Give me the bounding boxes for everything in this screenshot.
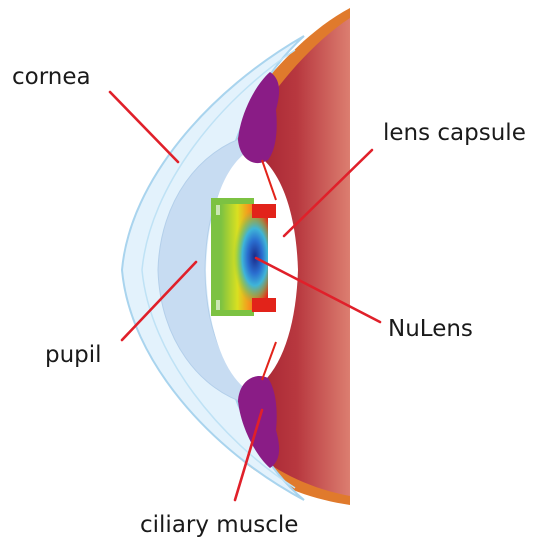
label-cornea: cornea (12, 64, 91, 90)
nulens-bottom-tab (252, 298, 276, 312)
nulens-left-clip-top (216, 205, 220, 215)
nulens-left-clip-bottom (216, 300, 220, 310)
nulens-frame (211, 198, 221, 316)
label-pupil: pupil (45, 342, 102, 368)
label-nulens: NuLens (388, 316, 473, 342)
nulens-bottom-bar (214, 310, 254, 316)
leader-cornea (110, 92, 178, 162)
label-lens-capsule: lens capsule (383, 120, 526, 146)
label-ciliary-muscle: ciliary muscle (140, 512, 298, 538)
nulens-top-tab (252, 204, 276, 218)
nulens-top-bar (214, 198, 254, 204)
nulens-implant (211, 198, 276, 316)
nulens-core (221, 204, 268, 310)
